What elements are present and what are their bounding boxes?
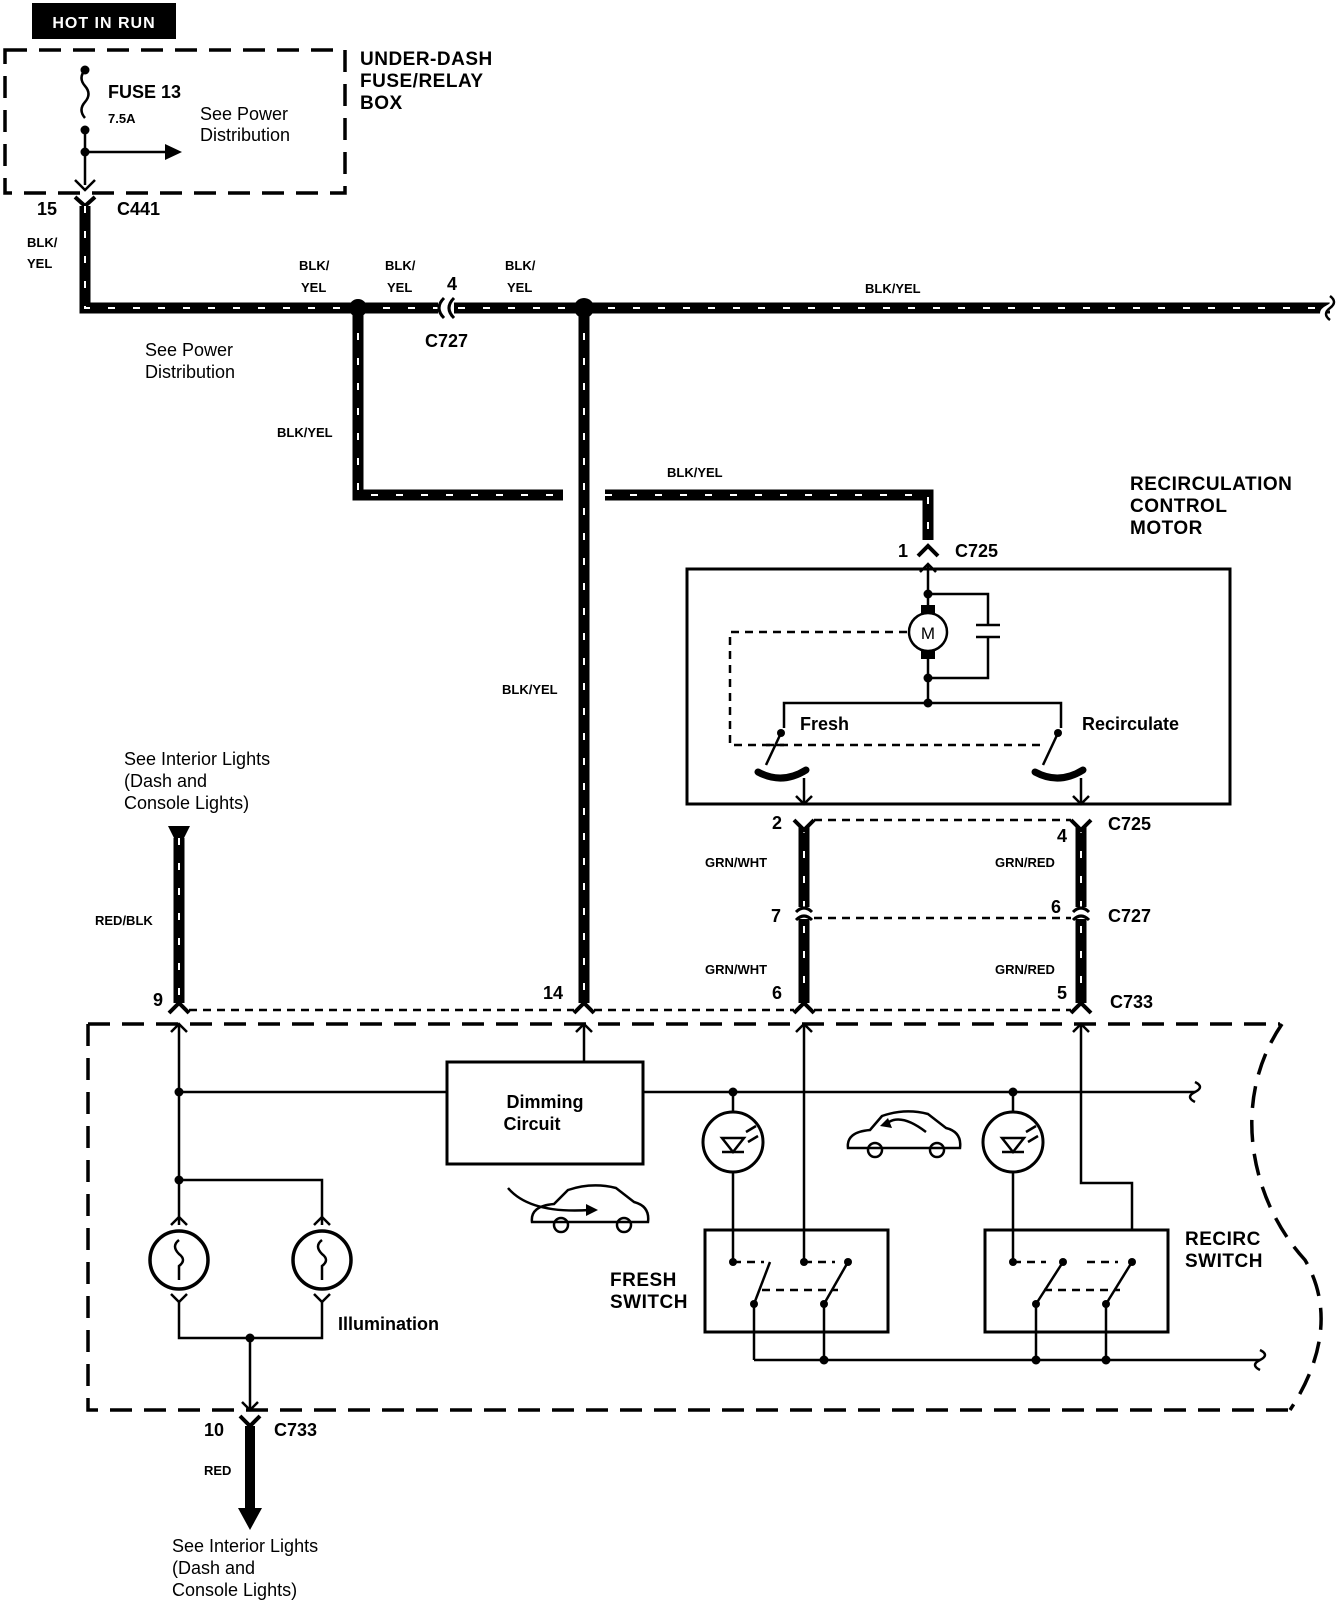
grn-wires: 2 4 C725 7 6 C727 GRN/WHT GRN/WHT GRN/RE… xyxy=(705,813,1151,1003)
see-power-1: See Power xyxy=(145,340,233,360)
recirc-switch-label-1: RECIRC xyxy=(1185,1229,1261,1250)
fuse-relay-box: UNDER-DASH FUSE/RELAY BOX FUSE 13 7.5A S… xyxy=(3,48,493,219)
fuse-box-title-2: FUSE/RELAY xyxy=(360,71,484,92)
fuse-box-title-1: UNDER-DASH xyxy=(360,49,493,70)
motor-title-1: RECIRCULATION xyxy=(1130,474,1292,495)
c733-right-label: C733 xyxy=(1110,992,1153,1012)
recirculation-control-motor: RECIRCULATION CONTROL MOTOR 1 C725 M xyxy=(685,474,1292,806)
fuse-symbol xyxy=(80,69,90,119)
c727-top-label: C727 xyxy=(425,331,468,351)
motor-title-3: MOTOR xyxy=(1130,518,1203,539)
fresh-indicator-lamp-icon xyxy=(701,1110,765,1174)
arrow-down-icon xyxy=(168,826,190,848)
recirculate-label: Recirculate xyxy=(1082,714,1179,734)
wire-label-blk: BLK/ xyxy=(299,258,330,273)
c727-right-label: C727 xyxy=(1108,906,1151,926)
dimming-circuit-box xyxy=(445,1060,645,1166)
wire-label-grn-wht: GRN/WHT xyxy=(705,962,767,977)
c733-connector: 9 14 6 5 C733 xyxy=(153,983,1153,1015)
wire-label-blk-yel: BLK/YEL xyxy=(865,281,921,296)
climate-control-unit: Dimming Circuit xyxy=(86,1022,1323,1412)
c727-pin-7: 7 xyxy=(771,906,781,926)
c733-pin-9: 9 xyxy=(153,990,163,1010)
interior-bottom-3: Console Lights) xyxy=(172,1580,297,1600)
interior-bottom-2: (Dash and xyxy=(172,1558,255,1578)
fuse-see-1: See Power xyxy=(200,104,288,124)
hot-in-run-label: HOT IN RUN xyxy=(52,15,155,32)
red-blk-wire: See Interior Lights (Dash and Console Li… xyxy=(95,749,270,1003)
wire-label-blk: BLK/ xyxy=(27,235,58,250)
wire-label-yel: YEL xyxy=(387,280,412,295)
wire-label-grn-red: GRN/RED xyxy=(995,855,1055,870)
wire-label-yel: YEL xyxy=(507,280,532,295)
wire-label-blk-yel: BLK/YEL xyxy=(502,682,558,697)
wire-label-grn-red: GRN/RED xyxy=(995,962,1055,977)
c733-pin-10: 10 xyxy=(204,1420,224,1440)
c725-pin-4: 4 xyxy=(1057,826,1067,846)
c727-pin-6: 6 xyxy=(1051,897,1061,917)
car-recirculate-icon xyxy=(846,1110,962,1159)
motor-housing xyxy=(685,567,1232,806)
fresh-label: Fresh xyxy=(800,714,849,734)
c727-top-pin: 4 xyxy=(447,274,457,294)
c733-pin-14: 14 xyxy=(543,983,563,1003)
motor-symbol: M xyxy=(921,624,935,643)
fuse-see-2: Distribution xyxy=(200,125,290,145)
motor-title-2: CONTROL xyxy=(1130,496,1227,517)
splice-dot xyxy=(349,299,367,317)
wire-label-blk: BLK/ xyxy=(505,258,536,273)
wire-label-blk-yel: BLK/YEL xyxy=(667,465,723,480)
wire-label-blk-yel: BLK/YEL xyxy=(277,425,333,440)
fresh-switch-label-1: FRESH xyxy=(610,1270,677,1291)
illumination-label: Illumination xyxy=(338,1314,439,1334)
c441-label: C441 xyxy=(117,199,160,219)
fresh-switch-label-2: SWITCH xyxy=(610,1292,688,1313)
interior-bottom-1: See Interior Lights xyxy=(172,1536,318,1556)
interior-top-2: (Dash and xyxy=(124,771,207,791)
c725-pin-1: 1 xyxy=(898,541,908,561)
wire-label-red: RED xyxy=(204,1463,231,1478)
interior-top-3: Console Lights) xyxy=(124,793,249,813)
fuse-box-title-3: BOX xyxy=(360,93,403,114)
car-fresh-icon xyxy=(507,1184,650,1234)
fresh-switch-box xyxy=(703,1228,890,1334)
red-wire: 10 C733 RED See Interior Lights (Dash an… xyxy=(172,1414,318,1600)
wire-label-blk: BLK/ xyxy=(385,258,416,273)
blk-yel-wires: 4 C727 BLK/ YEL BLK/ YEL BLK/ YEL BLK/ Y… xyxy=(27,206,1336,1003)
arrow-icon xyxy=(165,144,182,160)
recirc-switch-label-2: SWITCH xyxy=(1185,1251,1263,1272)
wire-label-grn-wht: GRN/WHT xyxy=(705,855,767,870)
c725-top-label: C725 xyxy=(955,541,998,561)
interior-top-1: See Interior Lights xyxy=(124,749,270,769)
c441-pin: 15 xyxy=(37,199,57,219)
see-power-2: Distribution xyxy=(145,362,235,382)
hot-in-run-badge: HOT IN RUN xyxy=(32,3,176,39)
arrow-down-icon xyxy=(238,1508,262,1530)
wire-label-red-blk: RED/BLK xyxy=(95,913,153,928)
splice-dot xyxy=(574,298,594,318)
fuse-name: FUSE 13 xyxy=(108,82,181,102)
recirc-switch-box xyxy=(983,1228,1170,1334)
c725-pin-2: 2 xyxy=(772,813,782,833)
wire-label-yel: YEL xyxy=(27,256,52,271)
fuse-rating: 7.5A xyxy=(108,111,136,126)
c733-bottom-label: C733 xyxy=(274,1420,317,1440)
c725-right-label: C725 xyxy=(1108,814,1151,834)
recirc-indicator-lamp-icon xyxy=(981,1110,1045,1174)
dimming-label-2: Circuit xyxy=(503,1114,560,1134)
illumination-bulb-icon xyxy=(148,1229,210,1291)
dimming-label-1: Dimming xyxy=(506,1092,583,1112)
wire-label-yel: YEL xyxy=(301,280,326,295)
illumination-bulb-icon xyxy=(291,1229,353,1291)
c733-pin-5: 5 xyxy=(1057,983,1067,1003)
c733-pin-6: 6 xyxy=(772,983,782,1003)
